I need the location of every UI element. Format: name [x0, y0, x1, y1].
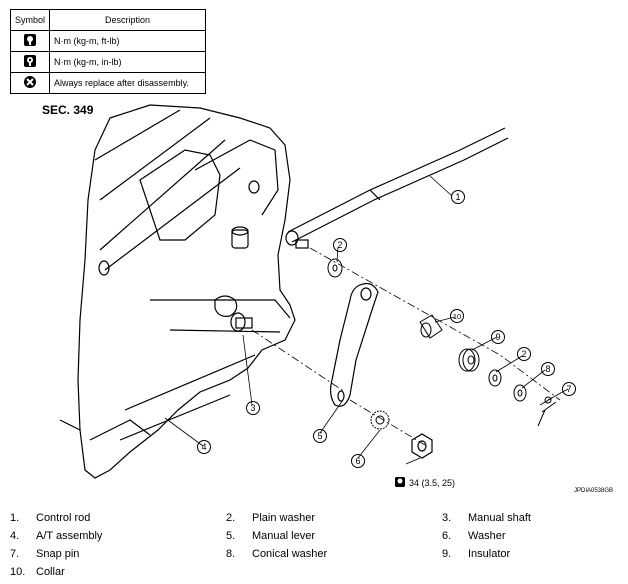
legend-item: 3.Manual shaft [442, 512, 531, 524]
torque-spec: 34 (3.5, 25) [409, 478, 455, 488]
symbol-description: Always replace after disassembly. [49, 72, 206, 94]
at-assembly-drawing [59, 104, 296, 479]
conical-washer-drawing [513, 384, 527, 402]
snap-pin-drawing [537, 396, 557, 427]
callout-1: 1 [455, 192, 460, 202]
legend-item: 1.Control rod [10, 512, 91, 524]
legend-item: 7.Snap pin [10, 548, 80, 560]
callout-4: 4 [201, 442, 206, 452]
callout-6: 6 [355, 456, 360, 466]
washer-drawing [370, 410, 390, 430]
callout-8: 8 [545, 364, 550, 374]
callout-2-lower: 2 [521, 349, 526, 359]
callout-3: 3 [250, 403, 255, 413]
callout-9: 9 [495, 332, 500, 342]
exploded-view-diagram: 1 2 3 4 5 6 2 7 8 9 10 34 (3.5, 25) JPDI… [59, 104, 613, 494]
section-number: SEC. 349 [42, 103, 94, 117]
torque-wrench-icon [9, 30, 51, 52]
control-rod-drawing [285, 127, 509, 249]
nut-drawing [411, 433, 433, 459]
insulator-drawing [458, 348, 480, 372]
legend-item: 10.Collar [10, 566, 65, 578]
symbol-table: Symbol Description N·m (kg-m, ft-lb) N·m… [9, 9, 206, 94]
legend-item: 8.Conical washer [226, 548, 328, 560]
plain-washer-upper [327, 258, 343, 278]
always-replace-icon [9, 72, 51, 94]
collar-drawing [419, 314, 443, 339]
callout-7: 7 [566, 384, 571, 394]
plain-washer-lower [488, 369, 502, 387]
legend-item: 5.Manual lever [226, 530, 315, 542]
callout-10: 10 [453, 312, 461, 321]
legend-item: 4.A/T assembly [10, 530, 103, 542]
legend-item: 6.Washer [442, 530, 506, 542]
image-code: JPDIA0538GB [574, 488, 613, 494]
legend-item: 2.Plain washer [226, 512, 315, 524]
manual-lever-drawing [329, 282, 379, 407]
legend-item: 9.Insulator [442, 548, 511, 560]
callout-5: 5 [317, 431, 322, 441]
callout-2-upper: 2 [337, 240, 342, 250]
